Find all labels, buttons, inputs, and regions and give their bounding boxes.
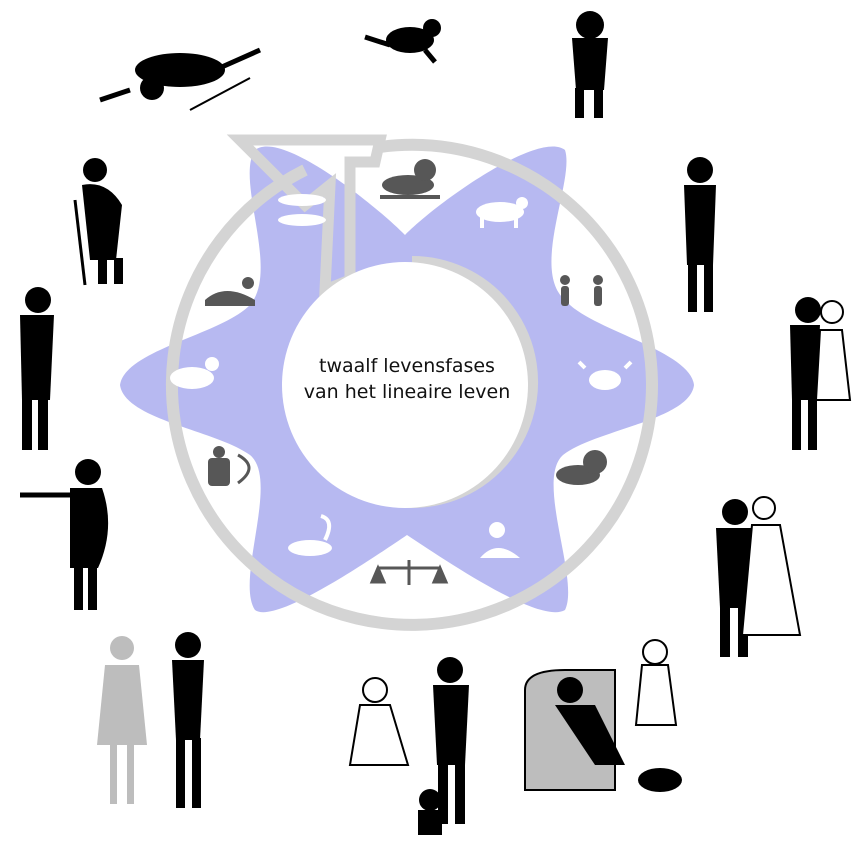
center-title-line1: twaalf levensfases (319, 355, 495, 377)
aries-icon (380, 159, 440, 199)
pisces-icon (278, 194, 326, 226)
libra-icon (369, 560, 449, 585)
figure-old-man-cane (73, 158, 123, 286)
sagittarius-icon (208, 446, 251, 486)
figure-elder (20, 287, 54, 450)
aquarius-icon (205, 277, 255, 306)
figure-pregnant-pointing (20, 459, 109, 610)
figure-youth (684, 157, 716, 312)
figure-crawling-baby (364, 19, 441, 64)
center-disc (282, 262, 528, 508)
taurus-icon (476, 197, 528, 228)
figure-toddler (572, 11, 608, 118)
scorpio-icon (288, 514, 332, 556)
figure-crawling-old-man (99, 47, 262, 111)
center-title: twaalf levensfases van het lineaire leve… (278, 353, 536, 405)
figure-quarrelling-couple (97, 632, 204, 808)
life-stage-figures (20, 11, 852, 835)
figure-wedding (716, 496, 802, 657)
figure-family-armchair (524, 639, 682, 792)
zodiac-ring (170, 159, 633, 585)
gemini-icon (560, 275, 603, 306)
virgo-icon (480, 522, 520, 558)
cancer-icon (577, 360, 633, 390)
leo-icon (556, 450, 607, 485)
figure-parents-children (348, 657, 469, 835)
capricorn-icon (170, 357, 219, 389)
center-title-line2: van het lineaire leven (303, 381, 511, 403)
figure-couple (790, 297, 852, 450)
